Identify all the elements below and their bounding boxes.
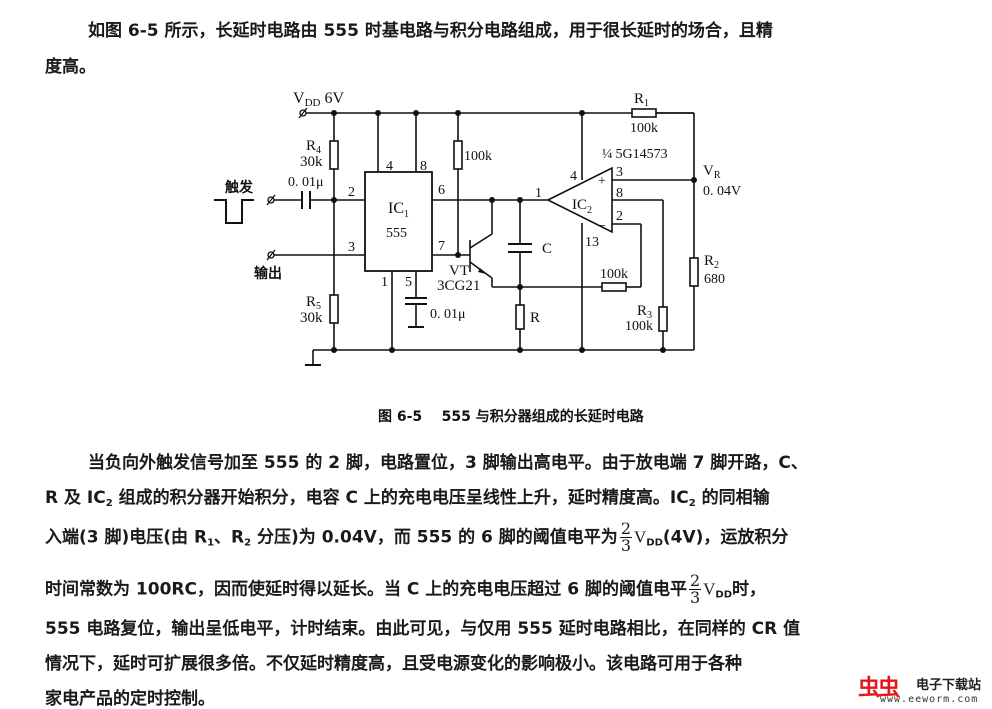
ic2-pin-2: 2: [616, 209, 623, 224]
r2-value: 680: [704, 272, 725, 287]
r1-label: R1: [634, 91, 649, 109]
ic1-pin-5: 5: [405, 275, 412, 290]
figure-caption: 图 6-5 555 与积分器组成的长延时电路: [378, 406, 644, 426]
r5-value: 30k: [300, 310, 323, 326]
ic1-pin-2: 2: [348, 185, 355, 200]
body-line-4: 时间常数为 100RC，因而使延时得以延长。当 C 上的充电电压超过 6 脚的阈…: [45, 571, 767, 607]
ic2-plus-sign: +: [598, 174, 606, 189]
capacitor-pin5: [405, 297, 427, 328]
output-label: 输出: [254, 265, 282, 282]
vt-label: VT: [449, 263, 469, 279]
r-label: R: [530, 310, 540, 326]
resistor-r4: [329, 140, 339, 170]
transistor-arrow: [478, 268, 486, 274]
intro-line-1: 如图 6-5 所示，长延时电路由 555 时基电路与积分电路组成，用于很长延时的…: [88, 21, 773, 41]
ic2-pin-4: 4: [570, 169, 577, 184]
ic1-pin-6: 6: [438, 183, 445, 198]
ic1-type: 555: [386, 226, 407, 241]
watermark-site-name: 电子下载站: [916, 678, 982, 693]
resistor-pullup-100k: [453, 140, 463, 170]
trigger-pulse-icon: [214, 199, 254, 224]
opamp-ic2-symbol: [546, 166, 613, 234]
c-label: C: [542, 241, 552, 257]
vr-label: VR: [703, 163, 721, 181]
feedback-r-value: 100k: [600, 267, 628, 282]
ic2-pin-1: 1: [535, 186, 542, 201]
body-line-2: R 及 IC2 组成的积分器开始积分，电容 C 上的充电电压呈线性上升，延时精度…: [45, 488, 770, 509]
ic1-pin-8: 8: [420, 159, 427, 174]
body-line-1: 当负向外触发信号加至 555 的 2 脚，电路置位，3 脚输出高电平。由于放电端…: [88, 453, 808, 473]
c5-value: 0. 01μ: [430, 307, 466, 322]
intro-line-2: 度高。: [45, 57, 96, 77]
vt-type: 3CG21: [437, 278, 480, 294]
resistor-r1: [631, 108, 657, 118]
r4-label: R4: [306, 138, 321, 156]
ic1-pin-1: 1: [381, 275, 388, 290]
r1-value: 100k: [630, 121, 658, 136]
ic2-pin-13: 13: [585, 235, 599, 250]
resistor-r5: [329, 294, 339, 324]
resistor-r3: [658, 306, 668, 332]
pullup-value: 100k: [464, 149, 492, 164]
ic1-pin-4: 4: [386, 159, 393, 174]
watermark: 虫虫 电子下载站 www.eeworm.com: [852, 670, 992, 709]
c-in-value: 0. 01μ: [288, 175, 324, 190]
figure-number: 图 6-5: [378, 409, 423, 425]
vr-value: 0. 04V: [703, 184, 741, 199]
r3-value: 100k: [625, 319, 653, 334]
watermark-url: www.eeworm.com: [880, 694, 979, 705]
figure-title: 555 与积分器组成的长延时电路: [441, 409, 644, 425]
junction-dots: [331, 110, 697, 353]
ic1-label: IC1: [388, 200, 409, 220]
body-line-5: 555 电路复位，输出呈低电平，计时结束。由此可见，与仅用 555 延时电路相比…: [45, 619, 801, 639]
capacitor-input: [301, 191, 311, 209]
ic1-pin-7: 7: [438, 239, 445, 254]
r4-value: 30k: [300, 154, 323, 170]
resistor-r: [515, 304, 525, 330]
ic2-minus-sign: −: [598, 219, 606, 234]
terminal-icons: [266, 107, 308, 261]
ic2-pin-3: 3: [616, 165, 623, 180]
trigger-label: 触发: [224, 179, 254, 196]
ic2-pin-8: 8: [616, 186, 623, 201]
ic1-pin-3: 3: [348, 240, 355, 255]
watermark-logo: 虫虫: [858, 676, 900, 701]
body-line-3: 入端(3 脚)电压(由 R1、R2 分压)为 0.04V，而 555 的 6 脚…: [45, 519, 789, 555]
body-line-6: 情况下，延时可扩展很多倍。不仅延时精度高，且受电源变化的影响极小。该电路可用于各…: [45, 654, 742, 674]
capacitor-c: [508, 243, 532, 253]
ic1-555-box: [364, 171, 433, 272]
r5-label: R5: [306, 294, 321, 312]
resistor-r2: [689, 257, 699, 287]
resistor-feedback-100k: [601, 282, 627, 292]
r3-label: R3: [637, 303, 652, 321]
ic2-label: IC2: [572, 197, 592, 216]
body-line-7: 家电产品的定时控制。: [45, 689, 215, 709]
wires: [274, 112, 695, 365]
r2-label: R2: [704, 253, 719, 271]
